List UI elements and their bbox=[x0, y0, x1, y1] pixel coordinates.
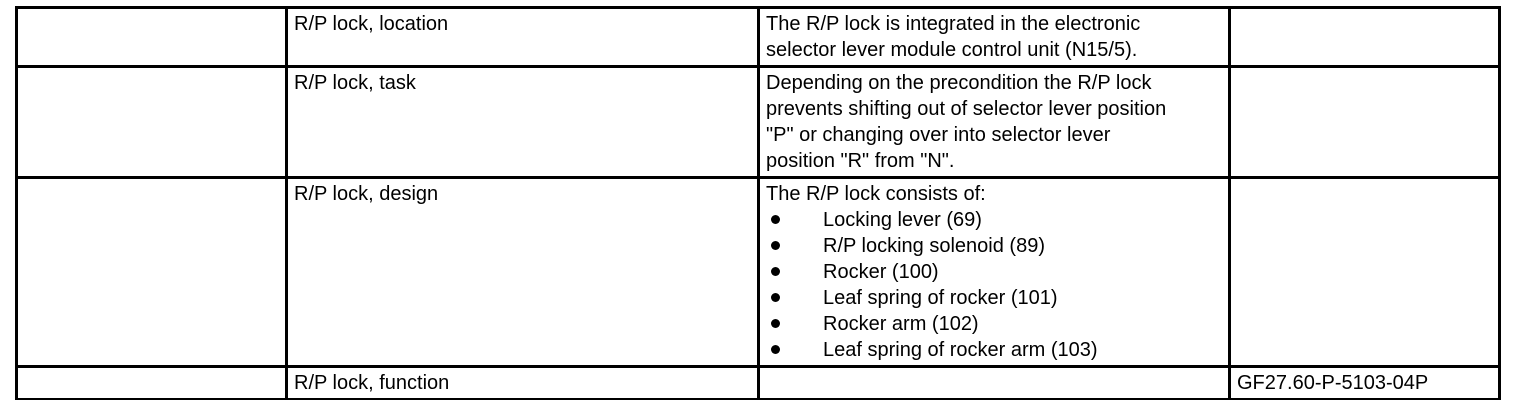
cell-topic: R/P lock, task bbox=[285, 65, 760, 179]
table-row-location: R/P lock, location The R/P lock is integ… bbox=[15, 6, 1501, 68]
description-text: Depending on the precondition the R/P lo… bbox=[766, 70, 1223, 174]
spec-table: R/P lock, location The R/P lock is integ… bbox=[15, 6, 1501, 400]
cell-empty-margin bbox=[15, 365, 288, 400]
table-row-task: R/P lock, task Depending on the precondi… bbox=[15, 65, 1501, 179]
table-row-design: R/P lock, design The R/P lock consists o… bbox=[15, 176, 1501, 368]
cell-topic: R/P lock, location bbox=[285, 6, 760, 68]
cell-description: The R/P lock consists of: Locking lever … bbox=[757, 176, 1231, 368]
cell-topic: R/P lock, function bbox=[285, 365, 760, 400]
cell-description bbox=[757, 365, 1231, 400]
bullet-text: Leaf spring of rocker (101) bbox=[823, 287, 1058, 309]
bullet-icon bbox=[771, 345, 780, 354]
bullet-text: Rocker arm (102) bbox=[823, 313, 979, 335]
cell-document-code: GF27.60-P-5103-04P bbox=[1228, 365, 1501, 400]
cell-document-code bbox=[1228, 176, 1501, 368]
text-line: position "R" from "N". bbox=[766, 150, 955, 172]
cell-document-code bbox=[1228, 6, 1501, 68]
bullet-icon bbox=[771, 267, 780, 276]
bullet-text: Locking lever (69) bbox=[823, 209, 982, 231]
text-line: Depending on the precondition the R/P lo… bbox=[766, 72, 1152, 94]
text-line: prevents shifting out of selector lever … bbox=[766, 98, 1167, 120]
cell-empty-margin bbox=[15, 6, 288, 68]
bullet-item: Rocker arm (102) bbox=[766, 311, 1223, 337]
text-line: selector lever module control unit (N15/… bbox=[766, 39, 1138, 61]
bullet-text: Leaf spring of rocker arm (103) bbox=[823, 339, 1098, 361]
cell-empty-margin bbox=[15, 176, 288, 368]
cell-description: Depending on the precondition the R/P lo… bbox=[757, 65, 1231, 179]
description-bullet-list: Locking lever (69) R/P locking solenoid (… bbox=[766, 207, 1223, 363]
text-line: "P" or changing over into selector lever bbox=[766, 124, 1111, 146]
document-code: GF27.60-P-5103-04P bbox=[1237, 372, 1429, 394]
bullet-text: R/P locking solenoid (89) bbox=[823, 235, 1045, 257]
topic-label: R/P lock, design bbox=[294, 183, 439, 205]
cell-document-code bbox=[1228, 65, 1501, 179]
cell-empty-margin bbox=[15, 65, 288, 179]
description-intro: The R/P lock consists of: bbox=[766, 183, 986, 205]
bullet-item: Leaf spring of rocker arm (103) bbox=[766, 337, 1223, 363]
bullet-item: R/P locking solenoid (89) bbox=[766, 233, 1223, 259]
text-line: The R/P lock is integrated in the electr… bbox=[766, 13, 1141, 35]
topic-label: R/P lock, location bbox=[294, 13, 449, 35]
bullet-icon bbox=[771, 293, 780, 302]
bullet-icon bbox=[771, 241, 780, 250]
bullet-text: Rocker (100) bbox=[823, 261, 939, 283]
cell-topic: R/P lock, design bbox=[285, 176, 760, 368]
description-text: The R/P lock is integrated in the electr… bbox=[766, 11, 1223, 63]
bullet-icon bbox=[771, 215, 780, 224]
bullet-item: Locking lever (69) bbox=[766, 207, 1223, 233]
cell-description: The R/P lock is integrated in the electr… bbox=[757, 6, 1231, 68]
bullet-icon bbox=[771, 319, 780, 328]
topic-label: R/P lock, function bbox=[294, 372, 450, 394]
bullet-item: Leaf spring of rocker (101) bbox=[766, 285, 1223, 311]
bullet-item: Rocker (100) bbox=[766, 259, 1223, 285]
table-row-function: R/P lock, function GF27.60-P-5103-04P bbox=[15, 365, 1501, 400]
topic-label: R/P lock, task bbox=[294, 72, 416, 94]
